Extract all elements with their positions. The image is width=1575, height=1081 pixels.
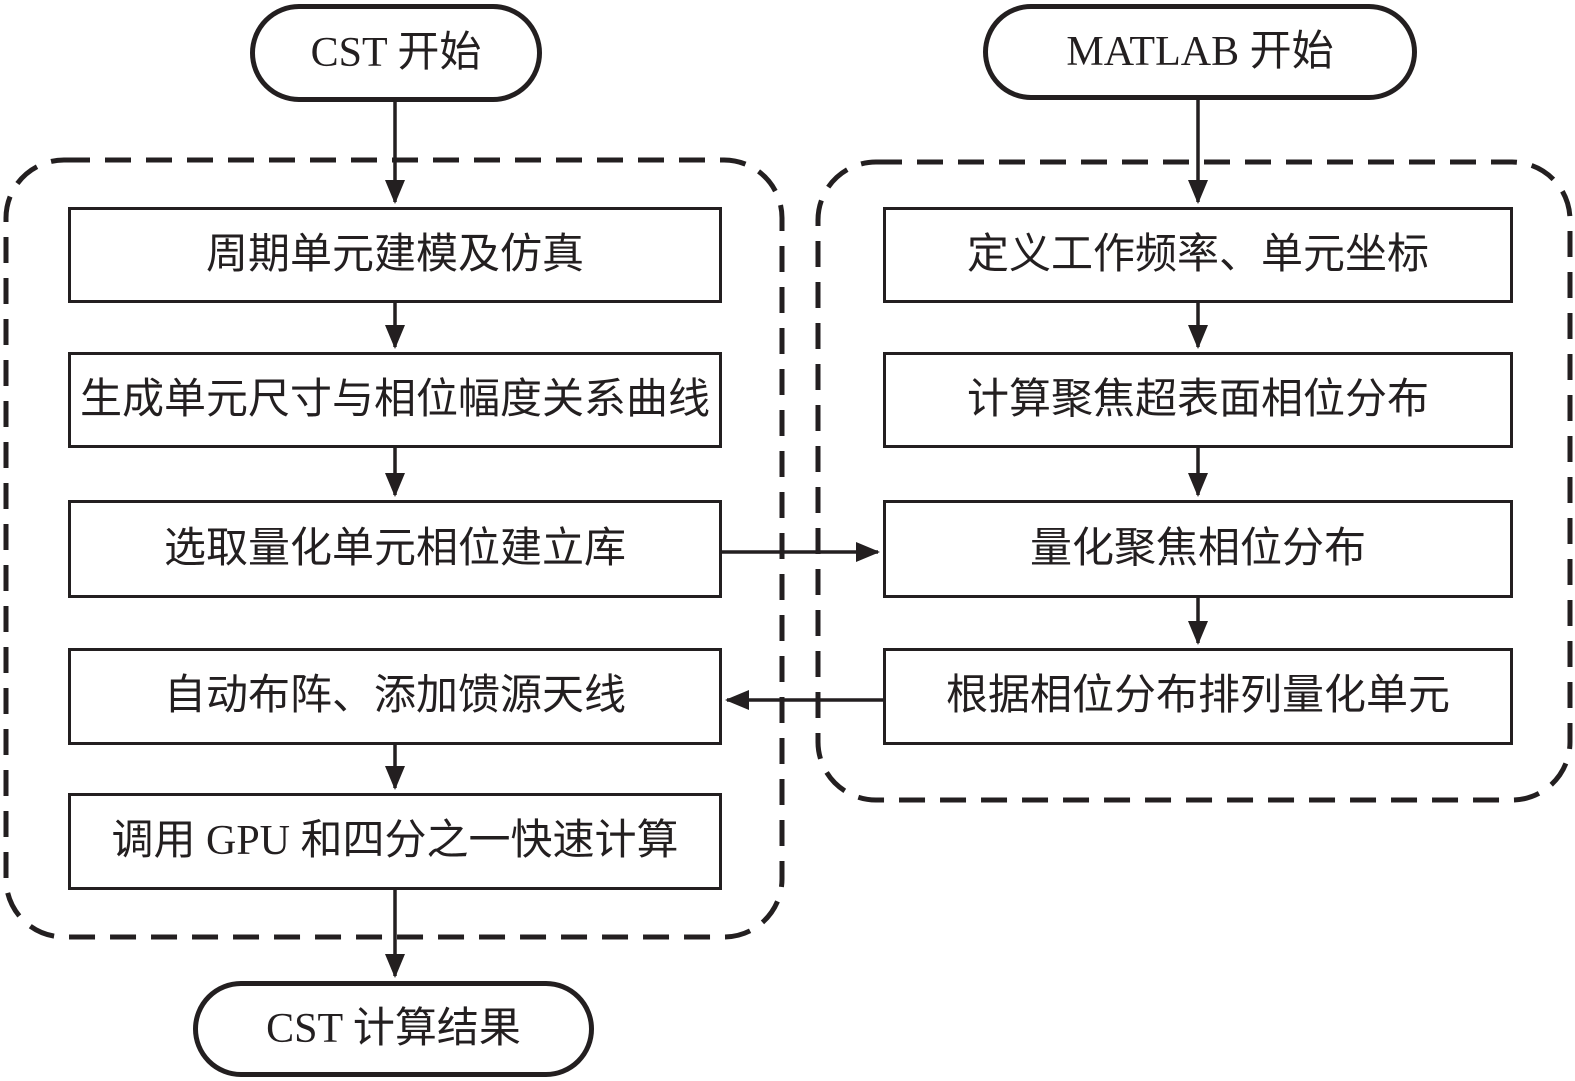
process-quantized-unit-library-label: 选取量化单元相位建立库 [163,525,626,572]
terminal-cst-result: CST 计算结果 [193,981,594,1077]
process-auto-array-feed-antenna: 自动布阵、添加馈源天线 [68,648,722,745]
process-auto-array-feed-antenna-label: 自动布阵、添加馈源天线 [163,673,626,720]
process-compute-metasurface-phase: 计算聚焦超表面相位分布 [883,352,1513,448]
process-gpu-quarter-compute-label: 调用 GPU 和四分之一快速计算 [111,818,679,865]
process-define-frequency-coordinates: 定义工作频率、单元坐标 [883,207,1513,303]
matlab-dashed-group [815,159,1573,803]
process-arrange-quantized-units: 根据相位分布排列量化单元 [883,648,1513,745]
process-quantize-phase-distribution: 量化聚焦相位分布 [883,500,1513,598]
process-arrange-quantized-units-label: 根据相位分布排列量化单元 [945,673,1450,720]
process-compute-metasurface-phase-label: 计算聚焦超表面相位分布 [966,376,1429,423]
terminal-matlab-start-label: MATLAB 开始 [1066,28,1334,75]
terminal-cst-start: CST 开始 [250,4,542,102]
terminal-matlab-start: MATLAB 开始 [983,4,1417,100]
terminal-cst-start-label: CST 开始 [310,29,482,76]
process-size-phase-curve-label: 生成单元尺寸与相位幅度关系曲线 [79,376,710,423]
process-gpu-quarter-compute: 调用 GPU 和四分之一快速计算 [68,793,722,890]
process-define-frequency-coordinates-label: 定义工作频率、单元坐标 [966,231,1429,278]
process-size-phase-curve: 生成单元尺寸与相位幅度关系曲线 [68,352,722,448]
process-periodic-unit-modeling: 周期单元建模及仿真 [68,207,722,303]
process-quantized-unit-library: 选取量化单元相位建立库 [68,500,722,598]
process-quantize-phase-distribution-label: 量化聚焦相位分布 [1029,525,1366,572]
terminal-cst-result-label: CST 计算结果 [266,1005,521,1052]
process-periodic-unit-modeling-label: 周期单元建模及仿真 [205,231,584,278]
